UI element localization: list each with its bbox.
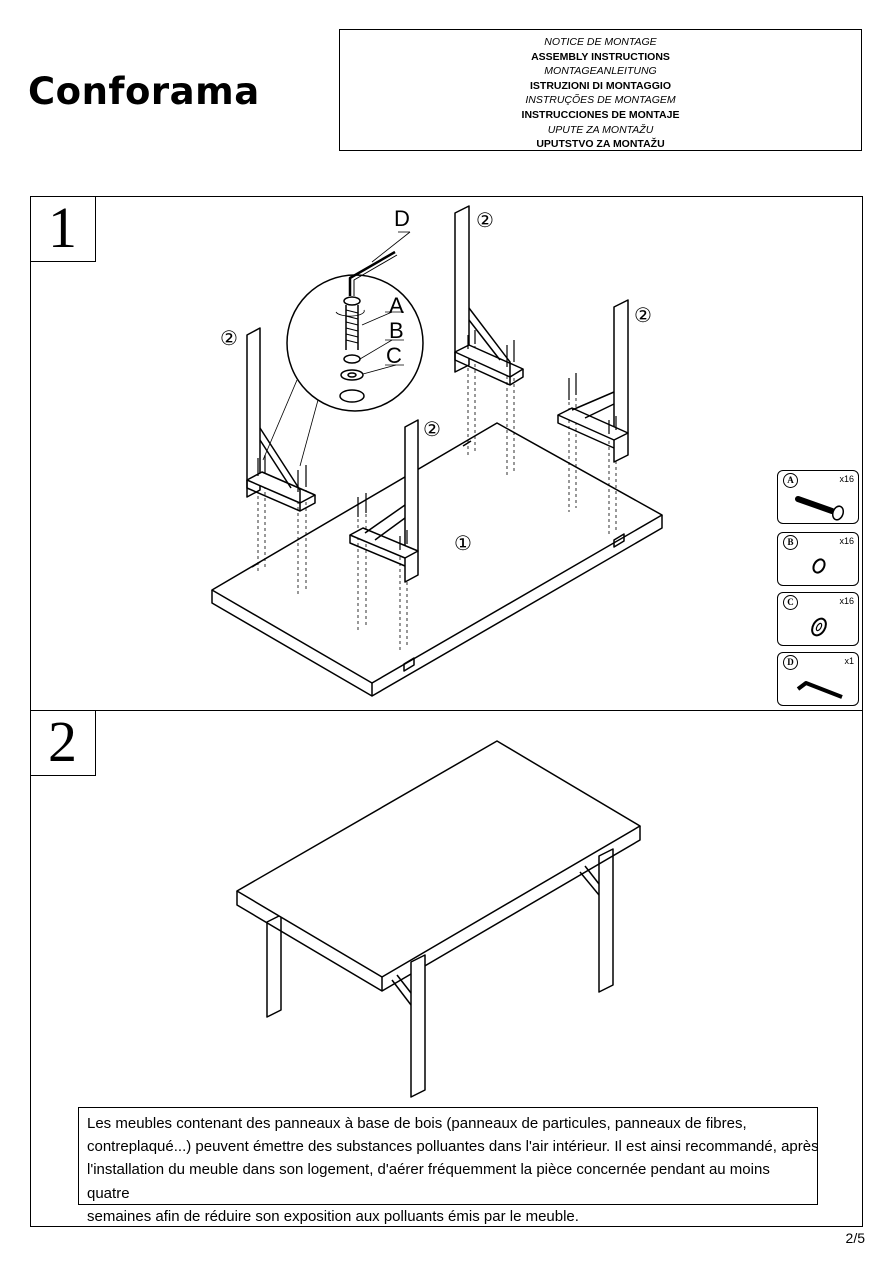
title-line: NOTICE DE MONTAGE xyxy=(544,36,657,48)
brand-logo: Conforama xyxy=(28,70,260,113)
part-letter: B xyxy=(783,535,798,550)
part-letter: D xyxy=(783,655,798,670)
label-leg: ② xyxy=(476,210,494,232)
label-leg: ② xyxy=(423,419,441,441)
title-block: NOTICE DE MONTAGE ASSEMBLY INSTRUCTIONS … xyxy=(339,29,862,151)
leg-front-right xyxy=(349,419,419,583)
notice-line: Les meubles contenant des panneaux à bas… xyxy=(87,1115,747,1132)
title-line: ISTRUZIONI DI MONTAGGIO xyxy=(530,79,671,92)
part-card-c: C x16 xyxy=(777,592,859,646)
label-washer-c: C xyxy=(386,343,402,368)
part-card-a: A x16 xyxy=(777,470,859,524)
table-leg-front xyxy=(391,954,426,1098)
detail-magnifier xyxy=(262,231,424,467)
label-leg: ② xyxy=(220,328,238,350)
notice-line: semaines afin de réduire son exposition … xyxy=(87,1207,579,1225)
allen-key-icon xyxy=(796,681,843,699)
label-tabletop: ① xyxy=(454,533,472,555)
label-bolt-a: A xyxy=(389,293,404,318)
step-number-1: 1 xyxy=(30,196,96,262)
page-number: 2/5 xyxy=(845,1230,865,1246)
title-line: UPUTSTVO ZA MONTAŽU xyxy=(536,138,665,151)
title-line: UPUTE ZA MONTAŽU xyxy=(547,123,654,136)
title-line: INSTRUCCIONES DE MONTAJE xyxy=(521,108,680,121)
title-line: ASSEMBLY INSTRUCTIONS xyxy=(531,50,670,63)
label-washer-b: B xyxy=(389,318,404,343)
step-divider xyxy=(30,710,863,711)
step-number-2: 2 xyxy=(30,710,96,776)
label-tool-d: D xyxy=(394,206,410,231)
flat-washer-icon xyxy=(811,617,827,637)
part-qty: x16 xyxy=(839,596,854,606)
leg-back-right xyxy=(557,299,629,463)
tabletop-panel xyxy=(211,422,663,697)
notice-line: contreplaqué...) peuvent émettre des sub… xyxy=(87,1138,819,1156)
bolt-icon xyxy=(795,496,845,521)
part-letter: A xyxy=(783,473,798,488)
bolts xyxy=(257,330,617,550)
label-leg: ② xyxy=(634,305,652,327)
leg-front-left xyxy=(246,327,316,512)
leg-back-left xyxy=(454,205,524,386)
lock-washer-icon xyxy=(812,558,826,574)
table-leg-back xyxy=(266,848,614,1018)
air-quality-notice: Les meubles contenant des panneaux à bas… xyxy=(78,1107,819,1225)
instructions-frame xyxy=(30,196,863,1227)
part-qty: x1 xyxy=(844,656,854,666)
table-top xyxy=(236,740,641,992)
part-card-d: D x1 xyxy=(777,652,859,706)
part-qty: x16 xyxy=(839,536,854,546)
part-card-b: B x16 xyxy=(777,532,859,586)
part-qty: x16 xyxy=(839,474,854,484)
title-line: MONTAGEANLEITUNG xyxy=(544,65,657,78)
notice-line: l'installation du meuble dans son logeme… xyxy=(87,1161,770,1202)
title-line: INSTRUÇÕES DE MONTAGEM xyxy=(525,94,676,107)
part-letter: C xyxy=(783,595,798,610)
